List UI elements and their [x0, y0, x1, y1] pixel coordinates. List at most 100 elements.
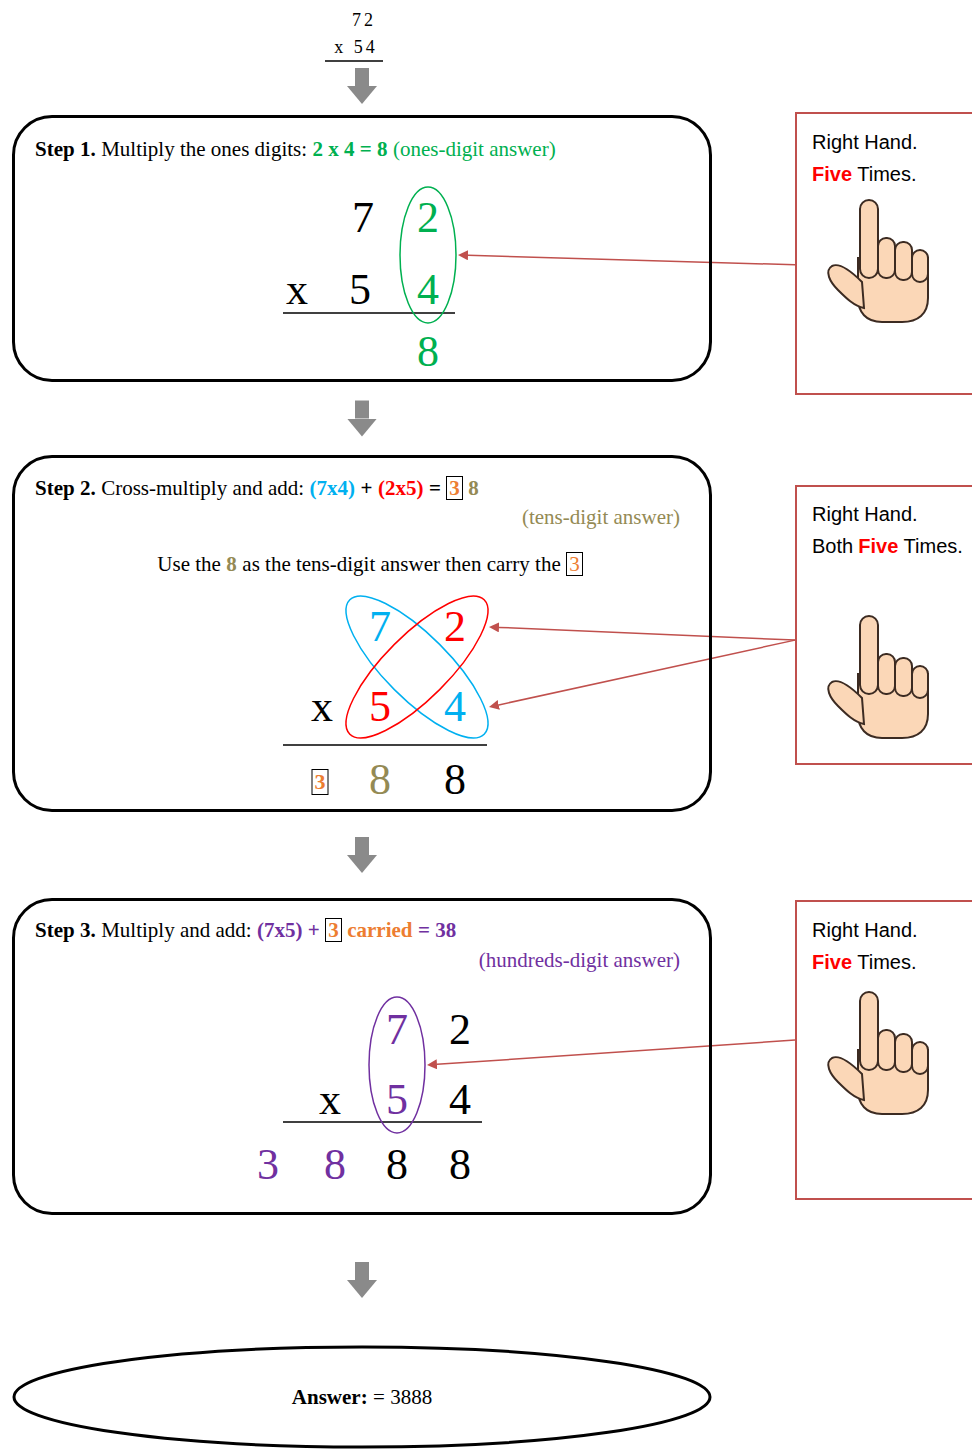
digit-ellipse: 24	[398, 185, 458, 325]
step-text: Step 3.	[35, 918, 96, 942]
step-text: 3	[446, 476, 463, 500]
digit: 8	[417, 330, 439, 374]
text-line: (tens-digit answer)	[280, 503, 680, 531]
flow-arrow	[355, 401, 369, 419]
pointer-arrow	[499, 627, 795, 640]
digit: 5	[386, 1078, 408, 1122]
callout-text: Right Hand.	[812, 498, 942, 530]
step-text: Multiply the ones digits:	[101, 137, 307, 161]
text-line: Answer:= 3888	[12, 1383, 712, 1411]
digit-ellipse: 75	[367, 995, 427, 1135]
flow-arrow	[355, 1262, 369, 1280]
digit: 2	[449, 1008, 471, 1052]
step-box: Step 2.Cross-multiply and add:(7x4)+(2x5…	[12, 455, 712, 812]
answer-ellipse: Answer:= 3888	[12, 1345, 712, 1449]
callout-text: Times.	[904, 535, 963, 557]
flow-arrow-stem	[355, 68, 369, 86]
sum-underline	[283, 744, 487, 746]
ellipse-outline	[327, 577, 507, 757]
hand-callout: Right Hand. FiveTimes.	[795, 900, 972, 1200]
digit: 3	[257, 1143, 279, 1187]
pointer-arrow	[499, 640, 795, 705]
digit: 8	[386, 1143, 408, 1187]
hand-callout: Right Hand. FiveTimes.	[795, 112, 972, 395]
text-line: Step 1.Multiply the ones digits:2 x 4 = …	[35, 135, 695, 163]
callout-text: Both	[812, 535, 853, 557]
digit: 2	[417, 196, 439, 240]
hand-icon	[828, 200, 928, 322]
step-text: = 38	[418, 918, 456, 942]
hand-icon	[828, 992, 928, 1114]
pointer-arrow	[437, 1040, 795, 1064]
hand-icon	[828, 616, 928, 738]
digit: 8	[324, 1143, 346, 1187]
digit: 4	[449, 1078, 471, 1122]
text-line: Step 3.Multiply and add:(7x5) +3carried=…	[35, 916, 695, 944]
callout-text: Times.	[857, 951, 916, 973]
step-text: Use the	[157, 552, 221, 576]
step-text: (7x5) +	[257, 918, 320, 942]
text-line: Use the8as the tens-digit answer then ca…	[40, 550, 700, 578]
answer-text: Answer:	[292, 1385, 368, 1409]
step-text: 8	[226, 552, 237, 576]
ellipse-outline	[14, 1347, 710, 1447]
step-text: carried	[347, 918, 412, 942]
ellipse-outline	[400, 187, 456, 323]
step-text: 3	[566, 552, 583, 576]
callout-text: Right Hand.	[812, 126, 942, 158]
text-line: Step 2.Cross-multiply and add:(7x4)+(2x5…	[35, 474, 695, 502]
digit: 5	[349, 268, 371, 312]
pointer-arrow	[468, 255, 795, 265]
digit: 8	[444, 758, 466, 802]
answer-text: = 3888	[373, 1385, 432, 1409]
flow-arrow	[355, 837, 369, 855]
ellipse-outline	[345, 595, 489, 739]
ellipse-outline	[345, 595, 489, 739]
digit: 4	[444, 685, 466, 729]
step-text: +	[361, 476, 373, 500]
step-text: Cross-multiply and add:	[101, 476, 304, 500]
step-text: 3	[325, 918, 342, 942]
digit: x	[319, 1078, 341, 1122]
digit: 7	[369, 605, 391, 649]
step-text: Step 2.	[35, 476, 96, 500]
callout-text: Five	[812, 951, 852, 973]
digit: 2	[444, 605, 466, 649]
text-line: (hundreds-digit answer)	[280, 946, 680, 974]
callout-text: Times.	[857, 163, 916, 185]
digit: 8	[449, 1143, 471, 1187]
step-box: Step 3.Multiply and add:(7x5) +3carried=…	[12, 898, 712, 1215]
step-text: (7x4)	[310, 476, 356, 500]
digit: 5	[369, 685, 391, 729]
callout-text: Five	[812, 163, 852, 185]
step-text: (tens-digit answer)	[522, 505, 680, 529]
problem-line: 72	[352, 11, 376, 29]
digit: 8	[369, 758, 391, 802]
sum-underline	[283, 312, 455, 314]
step-text: (2x5)	[378, 476, 424, 500]
step-box: Step 1.Multiply the ones digits:2 x 4 = …	[12, 115, 712, 382]
text-line: Right Hand. FiveTimes.	[812, 126, 942, 190]
digit: x	[286, 268, 308, 312]
hand-callout: Right Hand. BothFive Times.	[795, 485, 972, 765]
callout-text: Five	[858, 535, 898, 557]
problem-underline	[325, 60, 383, 62]
digit: x	[311, 685, 333, 729]
step-text: 8	[468, 476, 479, 500]
digit: 3	[312, 769, 329, 795]
step-text: as the tens-digit answer then carry the	[242, 552, 560, 576]
text-line: Right Hand.BothFiveTimes.	[812, 498, 942, 562]
digit: 4	[417, 268, 439, 312]
step-text: Step 1.	[35, 137, 96, 161]
step-text: =	[429, 476, 441, 500]
callout-text: Right Hand.	[812, 914, 942, 946]
flow-arrow-head	[347, 86, 377, 104]
ellipse-outline	[327, 577, 507, 757]
digit-ellipse: 25	[345, 595, 489, 739]
text-line: Right Hand. FiveTimes.	[812, 914, 942, 978]
step-text: (ones-digit answer)	[393, 137, 556, 161]
step-text: (hundreds-digit answer)	[479, 948, 680, 972]
